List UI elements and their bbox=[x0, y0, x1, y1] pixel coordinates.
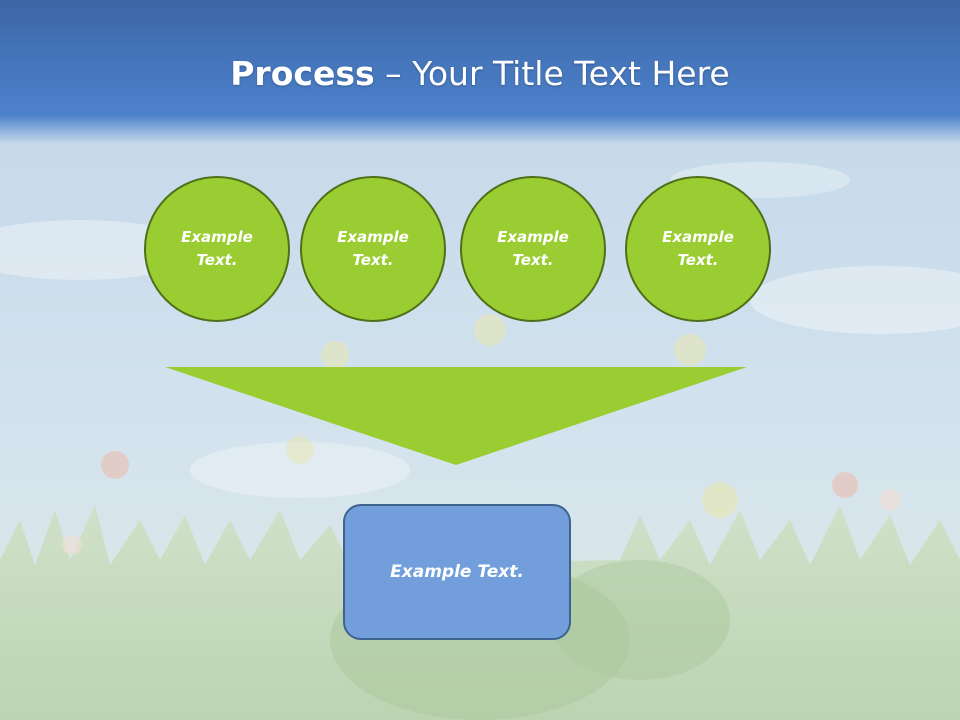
title-rest: – Your Title Text Here bbox=[374, 54, 730, 93]
step-circle-1[interactable]: Example Text. bbox=[144, 176, 290, 322]
step-circle-4[interactable]: Example Text. bbox=[625, 176, 771, 322]
step-label: Example Text. bbox=[337, 228, 409, 269]
result-label: Example Text. bbox=[390, 562, 524, 582]
funnel-arrow bbox=[165, 367, 747, 465]
title-bold: Process bbox=[230, 54, 375, 93]
step-label: Example Text. bbox=[497, 228, 569, 269]
step-circle-2[interactable]: Example Text. bbox=[300, 176, 446, 322]
step-circle-3[interactable]: Example Text. bbox=[460, 176, 606, 322]
result-box[interactable]: Example Text. bbox=[343, 504, 571, 640]
step-label: Example Text. bbox=[181, 228, 253, 269]
slide-title: Process – Your Title Text Here bbox=[0, 52, 960, 96]
step-label: Example Text. bbox=[662, 228, 734, 269]
